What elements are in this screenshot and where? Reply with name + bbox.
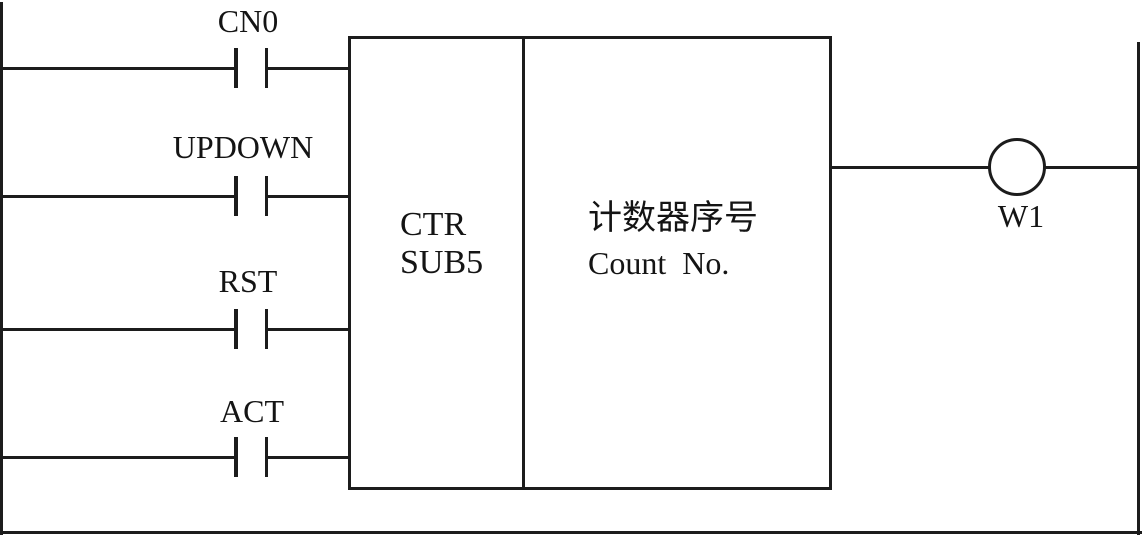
contact-updown-bar-left <box>234 176 238 216</box>
rung4-wire-right <box>267 456 350 459</box>
function-block-divider <box>522 36 525 490</box>
coil-wire-left <box>830 166 990 169</box>
block-sub-number-label: SUB5 <box>400 244 484 281</box>
contact-act-bar-left <box>234 437 238 477</box>
contact-rst-bar-left <box>234 309 238 349</box>
contact-act-bar-right <box>265 437 268 477</box>
rung1-wire-right <box>267 67 350 70</box>
rung3-wire-right <box>267 328 350 331</box>
coil-label: W1 <box>997 198 1045 234</box>
block-param-label-chinese: 计数器序号 <box>588 200 758 237</box>
contact-rst-bar-right <box>265 309 268 349</box>
block-param-label-english: Count No. <box>588 245 730 281</box>
contact-updown-bar-right <box>265 176 268 216</box>
left-power-rail <box>0 2 3 535</box>
output-coil-symbol <box>988 138 1046 196</box>
block-instruction-label: CTR <box>400 206 467 243</box>
rung3-wire-left <box>0 328 236 331</box>
rung4-wire-left <box>0 456 236 459</box>
rung1-wire-left <box>0 67 236 70</box>
bottom-border-line <box>0 531 1142 534</box>
contact-cn0-bar-right <box>265 48 268 88</box>
contact-cn0-bar-left <box>234 48 238 88</box>
function-block <box>348 36 832 490</box>
rung2-wire-left <box>0 195 236 198</box>
rung2-wire-right <box>267 195 350 198</box>
coil-wire-right <box>1044 166 1140 169</box>
contact-label-cn0: CN0 <box>217 3 279 39</box>
contact-label-act: ACT <box>220 393 284 429</box>
contact-label-updown: UPDOWN <box>172 129 314 165</box>
contact-label-rst: RST <box>218 263 278 299</box>
right-power-rail <box>1137 42 1140 535</box>
